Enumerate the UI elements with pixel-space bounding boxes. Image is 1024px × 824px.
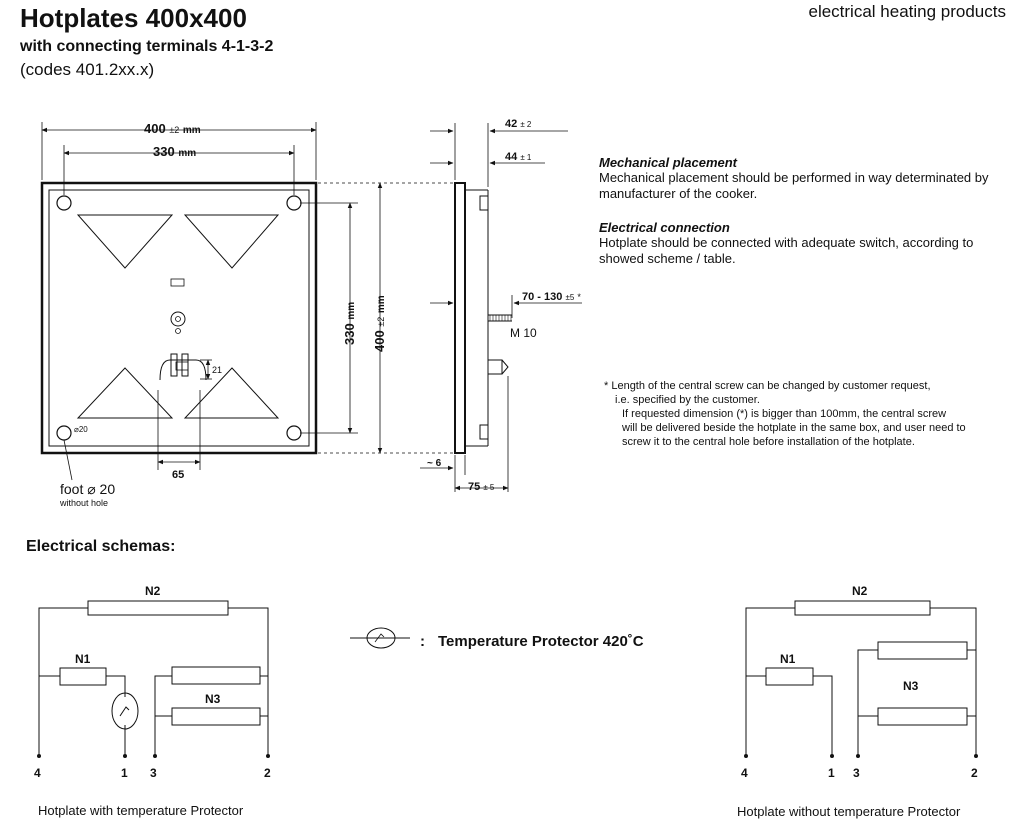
left-t3: 3 xyxy=(150,766,157,780)
svg-text:400 ±2 mm: 400 ±2 mm xyxy=(144,121,201,136)
right-schema-caption: Hotplate without temperature Protector xyxy=(737,804,961,819)
schemas-title: Electrical schemas: xyxy=(26,538,176,555)
screw-label: M 10 xyxy=(510,326,537,340)
dim-75: 75 xyxy=(468,481,480,493)
mechanical-placement-block: Mechanical placement Mechanical placemen… xyxy=(599,155,1019,202)
right-n2: N2 xyxy=(852,584,868,598)
dim-outer-height: 400 xyxy=(372,330,387,352)
right-t2: 2 xyxy=(971,766,978,780)
dim-foot-small: ⌀20 xyxy=(74,425,88,434)
left-n3: N3 xyxy=(205,692,221,706)
electrical-title: Electrical connection xyxy=(599,220,730,235)
right-t3: 3 xyxy=(853,766,860,780)
hotplate-side-view xyxy=(420,123,582,492)
dim-42: 42 xyxy=(505,118,517,130)
dim-screw: 70 - 130 xyxy=(522,291,562,303)
top-view-labels: 400 ±2 mm 330 mm 330 mm 400 ±2 mm 21 65 … xyxy=(59,121,387,508)
svg-text:330 mm: 330 mm xyxy=(342,302,357,345)
left-t4: 4 xyxy=(34,766,41,780)
right-t1: 1 xyxy=(828,766,835,780)
legend-text: Temperature Protector 420˚C xyxy=(438,633,644,650)
product-codes: (codes 401.2xx.x) xyxy=(20,60,155,79)
legend-colon: : xyxy=(420,633,425,650)
dim-6: ~ 6 xyxy=(427,458,442,469)
schema-left-labels: N2 N1 N3 4 1 3 2 xyxy=(34,584,271,780)
schema-right-labels: N2 N1 N3 4 1 3 2 xyxy=(741,584,978,780)
svg-text:330 mm: 330 mm xyxy=(153,144,196,159)
left-schema-caption: Hotplate with temperature Protector xyxy=(38,803,244,818)
dim-65: 65 xyxy=(172,469,184,481)
screw-note-line1: * Length of the central screw can be cha… xyxy=(604,380,931,392)
left-n1: N1 xyxy=(75,652,91,666)
temperature-protector-symbol xyxy=(350,627,410,649)
page-title: Hotplates 400x400 xyxy=(20,3,247,33)
left-n2: N2 xyxy=(145,584,161,598)
schema-with-protector xyxy=(38,600,269,754)
electrical-connection-block: Electrical connection Hotplate should be… xyxy=(599,220,1019,267)
dim-inner-height: 330 xyxy=(342,323,357,345)
schema-right-terminals xyxy=(744,754,978,758)
svg-text:42 ± 2: 42 ± 2 xyxy=(505,118,532,130)
mechanical-text: Mechanical placement should be performed… xyxy=(599,170,989,201)
left-t2: 2 xyxy=(264,766,271,780)
company-tagline: electrical heating products xyxy=(808,2,1006,21)
page-subtitle: with connecting terminals 4-1-3-2 xyxy=(20,38,274,55)
dim-inner-width: 330 xyxy=(153,144,175,159)
right-n1: N1 xyxy=(780,652,796,666)
svg-text:44 ± 1: 44 ± 1 xyxy=(505,151,532,163)
foot-sublabel: without hole xyxy=(59,498,108,508)
screw-note-line2: i.e. specified by the customer. xyxy=(615,394,760,406)
screw-note-line5: screw it to the central hole before inst… xyxy=(622,436,915,448)
hotplate-top-view xyxy=(40,122,455,481)
svg-text:70 - 130 ±5 *: 70 - 130 ±5 * xyxy=(522,291,581,303)
right-t4: 4 xyxy=(741,766,748,780)
side-view-labels: 42 ± 2 44 ± 1 70 - 130 ±5 * M 10 ~ 6 75 … xyxy=(427,118,581,493)
dim-outer-width: 400 xyxy=(144,121,166,136)
schema-left-terminals xyxy=(37,754,270,758)
screw-note-line3: If requested dimension (*) is bigger tha… xyxy=(622,408,947,420)
svg-text:75 ± 5: 75 ± 5 xyxy=(468,481,495,493)
dim-44: 44 xyxy=(505,151,518,163)
electrical-text: Hotplate should be connected with adequa… xyxy=(599,235,974,266)
schema-without-protector xyxy=(745,600,977,754)
foot-label: foot ⌀ 20 xyxy=(60,481,115,497)
left-t1: 1 xyxy=(121,766,128,780)
svg-text:400 ±2 mm: 400 ±2 mm xyxy=(372,295,387,352)
right-n3: N3 xyxy=(903,679,919,693)
mechanical-title: Mechanical placement xyxy=(599,155,737,170)
dim-21: 21 xyxy=(212,365,222,375)
screw-note-line4: will be delivered beside the hotplate in… xyxy=(622,422,966,434)
